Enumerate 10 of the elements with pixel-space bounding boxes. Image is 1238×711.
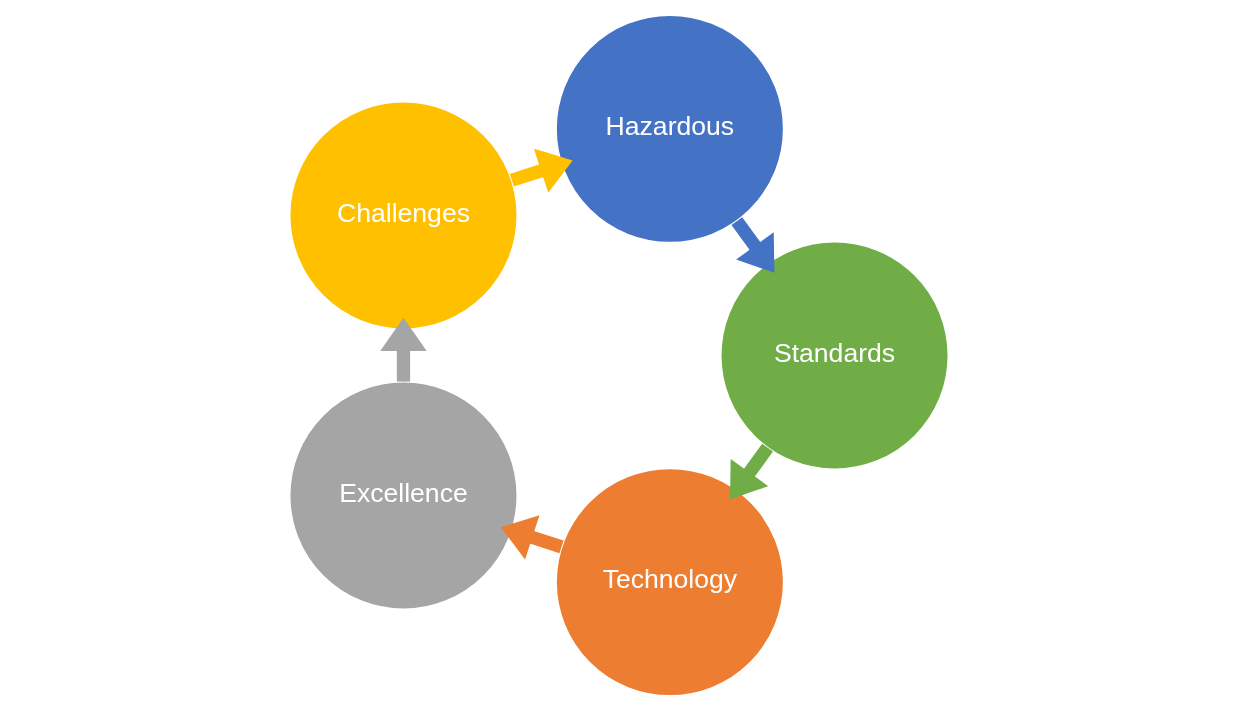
- arrow: [730, 443, 773, 500]
- arrow: [500, 515, 564, 560]
- arrow: [731, 217, 775, 273]
- arrow: [509, 148, 573, 193]
- node-circle: Challenges: [288, 100, 519, 331]
- node-circle: Standards: [719, 240, 950, 471]
- node-circle: Excellence: [288, 380, 519, 611]
- node-circle: Hazardous: [555, 14, 785, 244]
- node-circle: Technology: [555, 467, 785, 697]
- arrow: [380, 317, 427, 382]
